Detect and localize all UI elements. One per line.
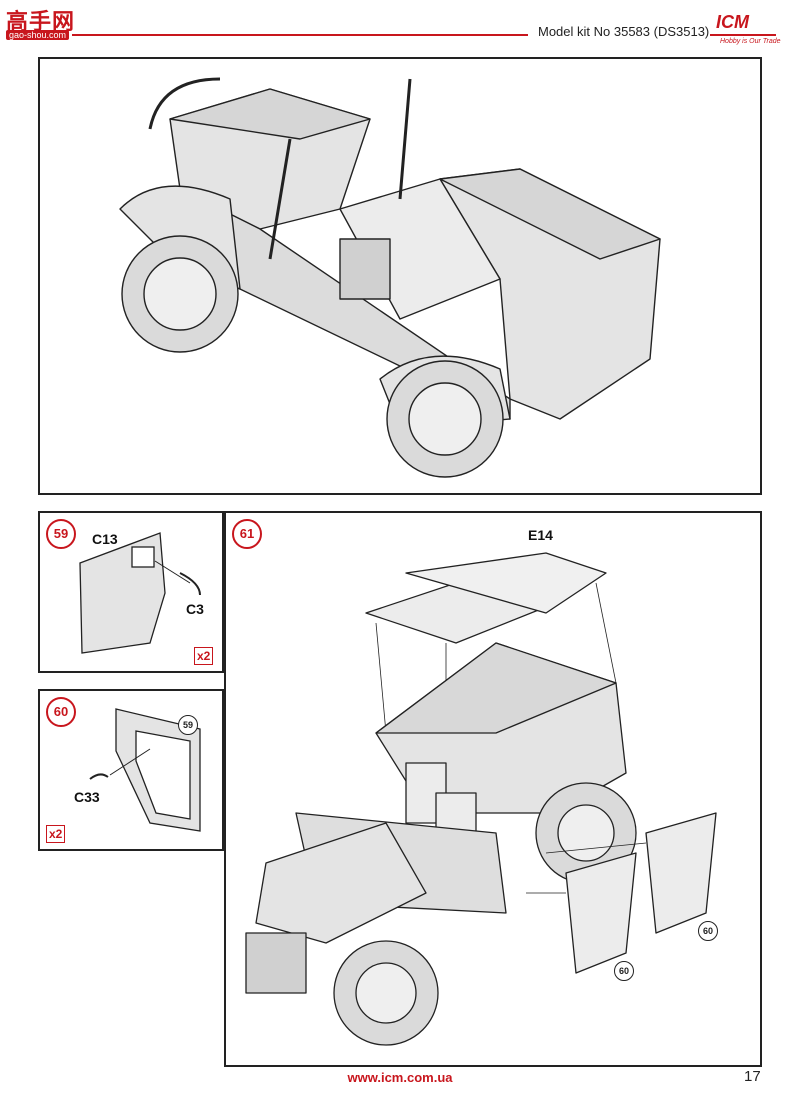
step-number-badge: 61	[232, 519, 262, 549]
vehicle-overview-drawing	[119, 77, 661, 478]
quantity-multiplier: x2	[46, 825, 66, 843]
brand-tagline: Hobby is Our Trade	[720, 38, 781, 45]
reference-step-badge: 59	[178, 715, 198, 735]
part-label-c33: C33	[74, 789, 100, 805]
part-label-c3: C3	[186, 601, 204, 617]
step-61-drawing	[245, 552, 717, 1046]
watermark-url: gao-shou.com	[6, 30, 70, 40]
reference-step-badge: 60	[698, 921, 718, 941]
header-divider	[72, 34, 528, 36]
step-number-badge: 59	[46, 519, 76, 549]
step-59-drawing	[79, 532, 201, 654]
footer-url[interactable]: www.icm.com.ua	[347, 1070, 453, 1085]
part-label-c13: C13	[92, 531, 118, 547]
model-title: Model kit No 35583 (DS3513)	[538, 24, 710, 39]
step-61-panel: 61 E14 60 60	[224, 511, 762, 1067]
quantity-multiplier: x2	[194, 647, 214, 665]
page-number: 17	[744, 1068, 761, 1085]
step-number-badge: 60	[46, 697, 76, 727]
step-60-panel: 60 59 C33 x2	[38, 689, 224, 851]
step-60-drawing	[89, 708, 201, 832]
overview-panel	[38, 57, 762, 495]
step-59-panel: 59 C13 C3 x2	[38, 511, 224, 673]
header-divider-right	[710, 34, 776, 36]
reference-step-badge: 60	[614, 961, 634, 981]
brand-logo: ICM	[716, 12, 749, 32]
part-label-e14: E14	[528, 527, 553, 543]
